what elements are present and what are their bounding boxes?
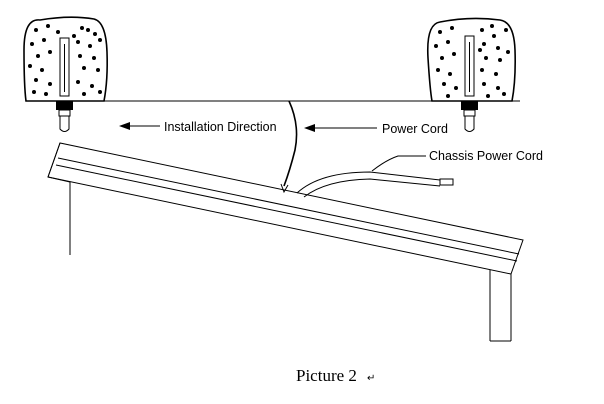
texture-dot <box>28 64 32 68</box>
texture-dot <box>34 78 38 82</box>
installation-direction-label: Installation Direction <box>164 120 277 134</box>
texture-dot <box>82 66 86 70</box>
arrow-head <box>119 122 130 130</box>
chassis-groove-line-2 <box>55 164 518 262</box>
texture-dot <box>92 56 96 60</box>
texture-dot <box>446 94 450 98</box>
texture-dot <box>42 38 46 42</box>
chassis-power-plug <box>439 178 454 186</box>
chassis-power-cord-label: Chassis Power Cord <box>429 149 543 163</box>
texture-dot <box>88 44 92 48</box>
texture-dot <box>76 80 80 84</box>
right-concrete-block <box>426 17 516 102</box>
left-anchor-sleeve <box>59 37 70 97</box>
texture-dot <box>506 50 510 54</box>
texture-dot <box>498 58 502 62</box>
texture-dot <box>448 72 452 76</box>
right-anchor-bolt <box>464 116 475 132</box>
figure-caption: Picture 2 <box>296 366 357 385</box>
texture-dot <box>30 42 34 46</box>
chassis-groove-line <box>57 157 520 255</box>
texture-dot <box>34 28 38 32</box>
right-anchor-washer <box>463 109 476 117</box>
texture-dot <box>442 82 446 86</box>
texture-dot <box>480 28 484 32</box>
chassis-left-foot <box>47 176 71 183</box>
texture-dot <box>48 50 52 54</box>
texture-dot <box>76 40 80 44</box>
texture-dot <box>496 86 500 90</box>
texture-dot <box>502 92 506 96</box>
chassis-left-edge <box>47 142 61 178</box>
right-anchor-nut <box>461 101 478 110</box>
texture-dot <box>36 54 40 58</box>
texture-dot <box>492 34 496 38</box>
chassis-power-cord-bottom <box>303 178 441 198</box>
left-wall-anchor <box>23 16 108 132</box>
texture-dot <box>56 30 60 34</box>
chassis <box>47 142 524 342</box>
left-concrete-texture <box>28 24 102 96</box>
texture-dot <box>480 68 484 72</box>
left-anchor-washer <box>58 109 71 117</box>
texture-dot <box>98 90 102 94</box>
texture-dot <box>484 56 488 60</box>
installation-direction-arrow <box>119 122 160 130</box>
texture-dot <box>496 46 500 50</box>
left-concrete-block <box>23 16 108 102</box>
texture-dot <box>446 40 450 44</box>
texture-dot <box>82 92 86 96</box>
caption-return-mark: ↵ <box>367 373 375 384</box>
texture-dot <box>504 28 508 32</box>
texture-dot <box>486 94 490 98</box>
power-cord-label: Power Cord <box>382 122 448 136</box>
power-cord-end <box>280 183 289 194</box>
texture-dot <box>450 26 454 30</box>
texture-dot <box>40 68 44 72</box>
texture-dot <box>494 72 498 76</box>
right-anchor-sleeve <box>464 35 475 97</box>
texture-dot <box>96 68 100 72</box>
texture-dot <box>32 90 36 94</box>
texture-dot <box>44 92 48 96</box>
power-cord <box>283 100 298 187</box>
left-anchor-bolt <box>59 116 70 132</box>
right-wall-anchor <box>426 17 516 132</box>
texture-dot <box>440 56 444 60</box>
texture-dot <box>478 48 482 52</box>
texture-dot <box>78 54 82 58</box>
texture-dot <box>482 82 486 86</box>
texture-dot <box>86 28 90 32</box>
texture-dot <box>98 38 102 42</box>
texture-dot <box>436 68 440 72</box>
texture-dot <box>438 30 442 34</box>
texture-dot <box>90 84 94 88</box>
texture-dot <box>482 42 486 46</box>
texture-dot <box>452 52 456 56</box>
chassis-power-cord-top <box>296 171 441 194</box>
power-cord-arrow-head <box>304 124 315 132</box>
texture-dot <box>48 82 52 86</box>
texture-dot <box>93 32 97 36</box>
chassis-power-cord-leader <box>371 155 426 172</box>
texture-dot <box>454 86 458 90</box>
texture-dot <box>434 44 438 48</box>
texture-dot <box>46 24 50 28</box>
left-anchor-nut <box>56 101 73 110</box>
texture-dot <box>490 24 494 28</box>
right-concrete-texture <box>434 24 510 98</box>
texture-dot <box>80 26 84 30</box>
texture-dot <box>72 34 76 38</box>
